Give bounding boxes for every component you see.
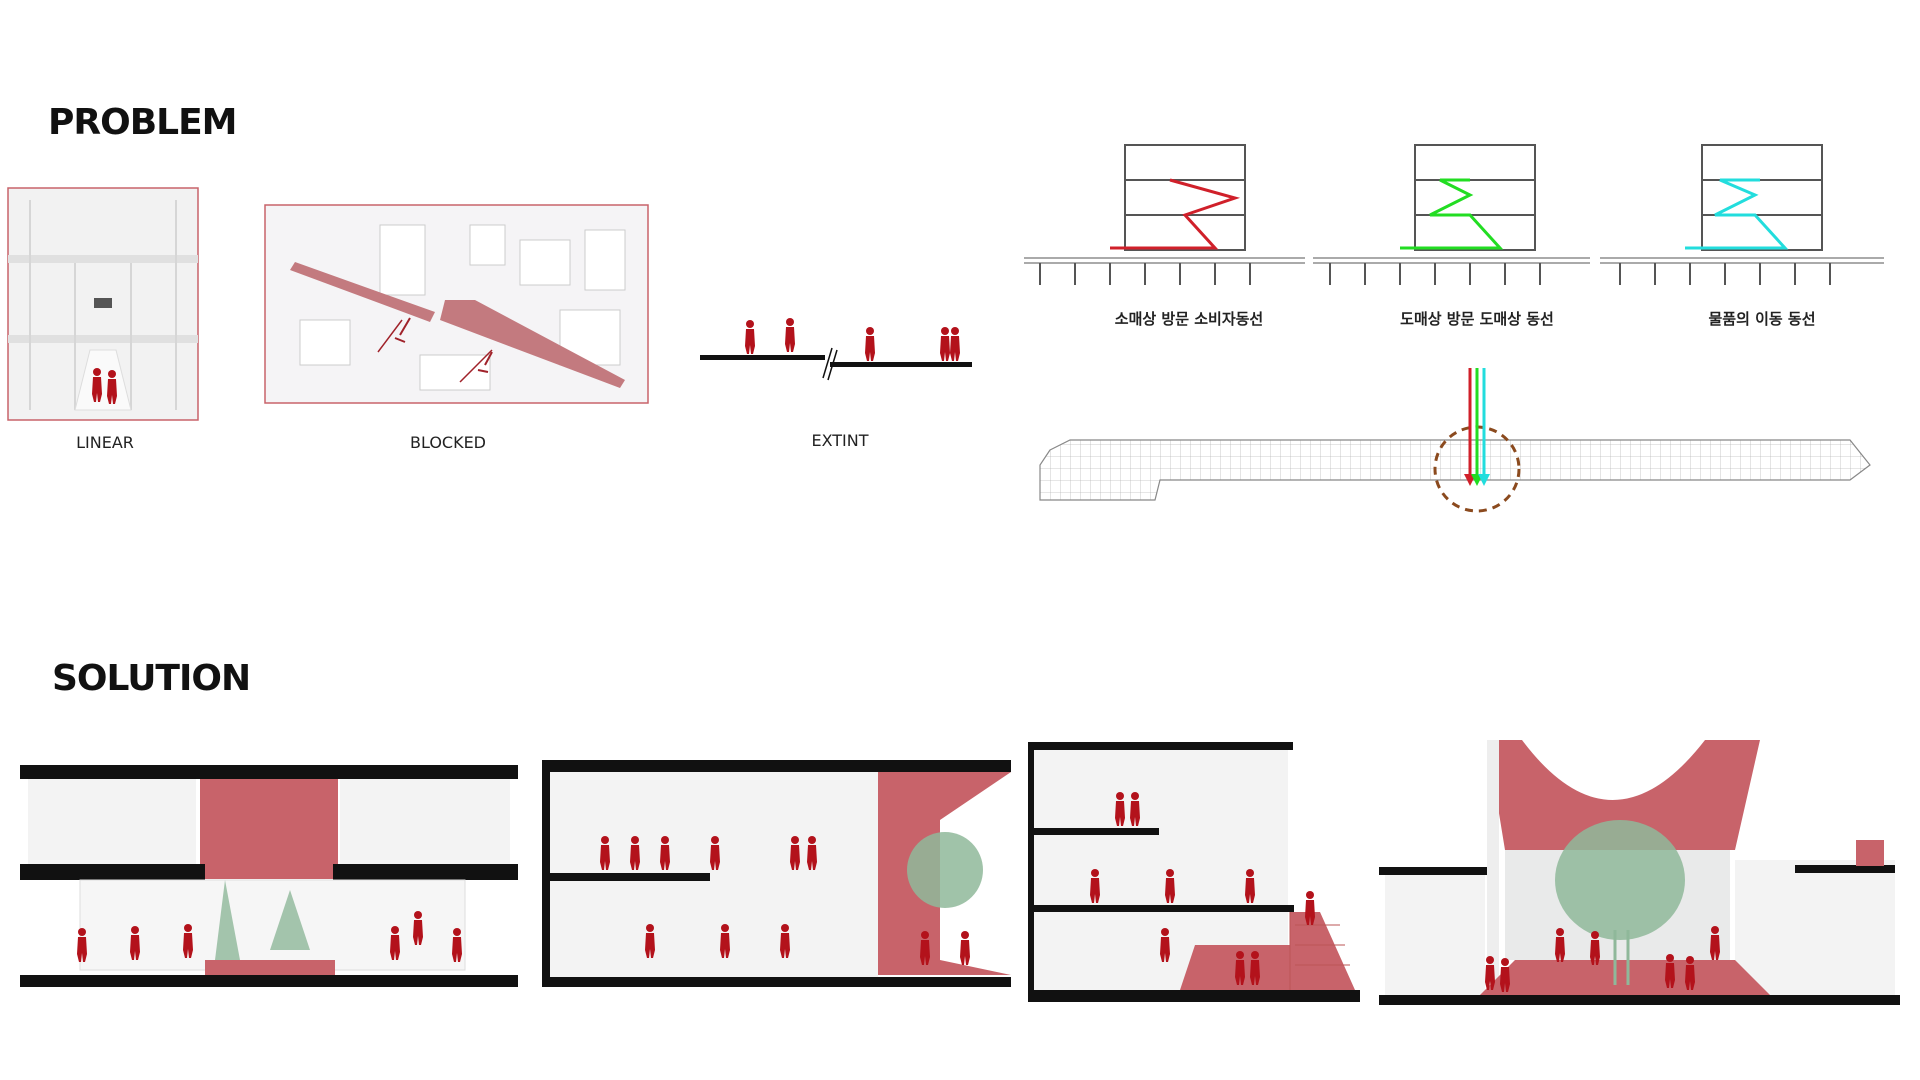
wholesale-flow-label: 도매상 방문 도매상 동선 [1400, 310, 1554, 328]
extint-label: EXTINT [811, 431, 869, 450]
solution-panel-2 [542, 760, 1011, 987]
extint-illustration [700, 318, 972, 381]
section-wholesale [1313, 144, 1590, 285]
circulation-sections [1024, 144, 1884, 285]
blocked-illustration [264, 204, 649, 404]
blocked-label: BLOCKED [409, 433, 487, 452]
goods-flow-label: 물품의 이동 동선 [1708, 310, 1816, 328]
problem-heading: PROBLEM [48, 102, 238, 143]
flow-arrows [1464, 368, 1490, 486]
building-plan [1039, 368, 1871, 513]
solution-panel-3 [1028, 742, 1360, 1002]
section-retail [1024, 144, 1305, 285]
linear-illustration [7, 187, 199, 421]
retail-consumer-flow-label: 소매상 방문 소비자동선 [1114, 310, 1264, 328]
solution-panel-4 [1379, 740, 1900, 1005]
solution-panel-1 [20, 765, 518, 987]
section-goods [1600, 144, 1884, 285]
solution-heading: SOLUTION [52, 658, 251, 699]
linear-label: LINEAR [76, 433, 134, 452]
